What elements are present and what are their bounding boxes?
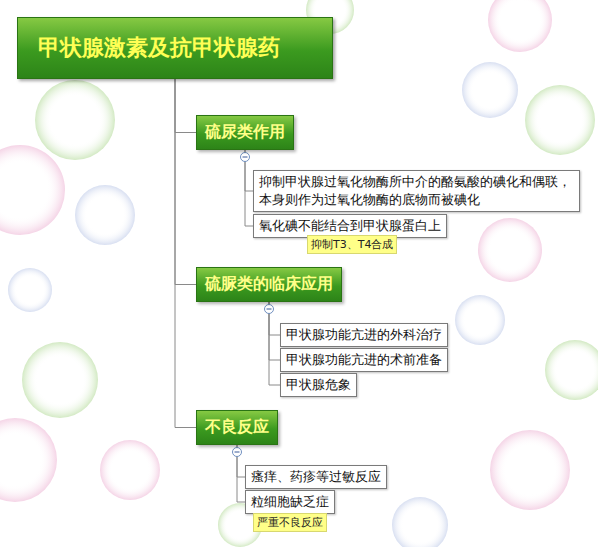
leaf-box: 抑制甲状腺过氧化物酶所中介的酪氨酸的碘化和偶联，本身则作为过氧化物酶的底物而被碘… [253,170,580,212]
node-text: 甲状腺功能亢进的术前准备 [286,351,442,369]
connector [175,79,196,133]
node-text: 硫尿类作用 [205,122,285,143]
collapse-toggle [233,448,242,457]
node-text: 抑制甲状腺过氧化物酶所中介的酪氨酸的碘化和偶联，本身则作为过氧化物酶的底物而被碘… [259,173,574,209]
node-text: 严重不良反应 [257,515,323,530]
title-box: 甲状腺激素及抗甲状腺药 [17,17,333,79]
leaf-box: 甲状腺功能亢进的术前准备 [280,348,448,372]
leaf-box: 甲状腺危象 [280,373,357,397]
branch-box: 硫脲类的临床应用 [196,267,342,302]
collapse-toggle [241,153,250,162]
node-text: 氧化碘不能结合到甲状腺蛋白上 [259,217,441,235]
node-text: 抑制T3、T4合成 [311,237,393,252]
node-text: 瘙痒、药疹等过敏反应 [251,468,381,486]
note-box: 严重不良反应 [253,513,327,532]
note-box: 抑制T3、T4合成 [307,235,397,254]
node-text: 甲状腺激素及抗甲状腺药 [38,33,312,63]
collapse-toggle [265,305,274,314]
node-text: 甲状腺功能亢进的外科治疗 [286,326,442,344]
node-text: 不良反应 [205,417,269,438]
leaf-box: 甲状腺功能亢进的外科治疗 [280,323,448,347]
node-text: 硫脲类的临床应用 [205,274,333,295]
node-text: 甲状腺危象 [286,376,351,394]
connector [175,79,196,428]
branch-box: 硫尿类作用 [196,115,294,150]
leaf-box: 瘙痒、药疹等过敏反应 [245,465,387,489]
connector [269,302,280,385]
branch-box: 不良反应 [196,410,278,445]
leaf-box: 粒细胞缺乏症 [245,490,335,514]
connector [175,79,196,285]
node-text: 粒细胞缺乏症 [251,493,329,511]
